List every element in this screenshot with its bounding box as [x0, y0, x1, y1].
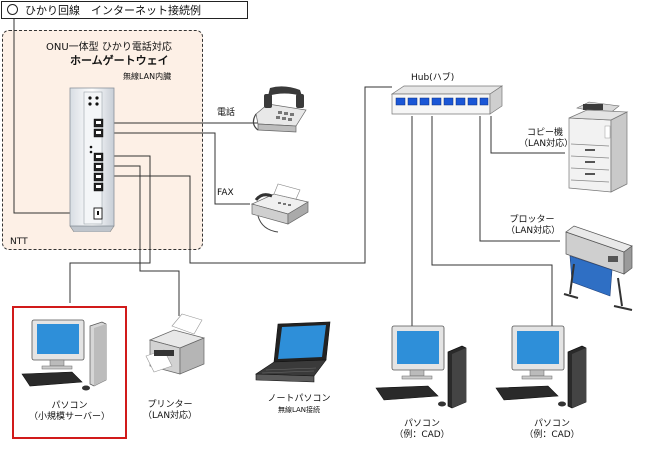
notebook-pc-label-line2: 無線LAN接続 — [277, 406, 321, 414]
fax-icon — [250, 183, 309, 233]
phone-label: 電話 — [217, 108, 236, 118]
notebook-pc-label-line1: ノートパソコン — [267, 394, 331, 404]
pc-cad-2-label: パソコン （例：CAD） — [524, 419, 580, 441]
gateway-wireless-label: 無線LAN内臓 — [123, 72, 172, 81]
printer-label: プリンター （LAN対応） — [142, 400, 198, 422]
gateway-description: ONU一体型 ひかり電話対応 — [46, 42, 172, 53]
server-pc-label: パソコン （小規模サーバー） — [12, 401, 127, 423]
printer-label-line1: プリンター — [147, 400, 193, 410]
title-box: ひかり回線 インターネット接続例 — [1, 1, 248, 19]
copier-label: コピー機 （LAN対応） — [519, 128, 574, 150]
pc-cad-2-label-line1: パソコン — [533, 419, 570, 429]
hub-device — [390, 85, 504, 115]
copier-label-line1: コピー機 — [526, 128, 563, 138]
server-pc-label-line1: パソコン — [51, 401, 88, 411]
server-pc-label-line2: （小規模サーバー） — [29, 412, 110, 422]
copier-icon — [568, 101, 629, 193]
ntt-zone-label: NTT — [10, 237, 28, 247]
notebook-pc-label: ノートパソコン 無線LAN接続 — [262, 394, 336, 416]
page-title: ひかり回線 インターネット接続例 — [25, 4, 201, 17]
printer-icon — [145, 313, 206, 375]
notebook-pc-icon — [255, 321, 331, 383]
pc-cad-2-icon — [495, 325, 587, 409]
pc-cad-1-label-line2: （例：CAD） — [394, 430, 450, 440]
pc-cad-1-label: パソコン （例：CAD） — [394, 419, 450, 441]
home-gateway-device — [69, 87, 115, 232]
plotter-label: プロッター （LAN対応） — [506, 215, 561, 237]
circle-icon — [7, 4, 18, 15]
pc-cad-1-icon — [375, 325, 467, 409]
copier-label-line2: （LAN対応） — [519, 139, 574, 149]
plotter-icon — [563, 225, 633, 311]
plotter-label-line2: （LAN対応） — [506, 226, 561, 236]
telephone-icon — [252, 86, 307, 133]
gateway-name: ホームゲートウェイ — [70, 54, 169, 67]
server-pc-icon — [21, 319, 107, 391]
hub-label: Hub(ハブ) — [411, 73, 455, 83]
printer-label-line2: （LAN対応） — [142, 411, 198, 421]
plotter-label-line1: プロッター — [509, 215, 555, 225]
fax-label: FAX — [217, 188, 234, 198]
server-highlight-frame — [12, 306, 127, 439]
pc-cad-2-label-line2: （例：CAD） — [524, 430, 580, 440]
pc-cad-1-label-line1: パソコン — [403, 419, 440, 429]
